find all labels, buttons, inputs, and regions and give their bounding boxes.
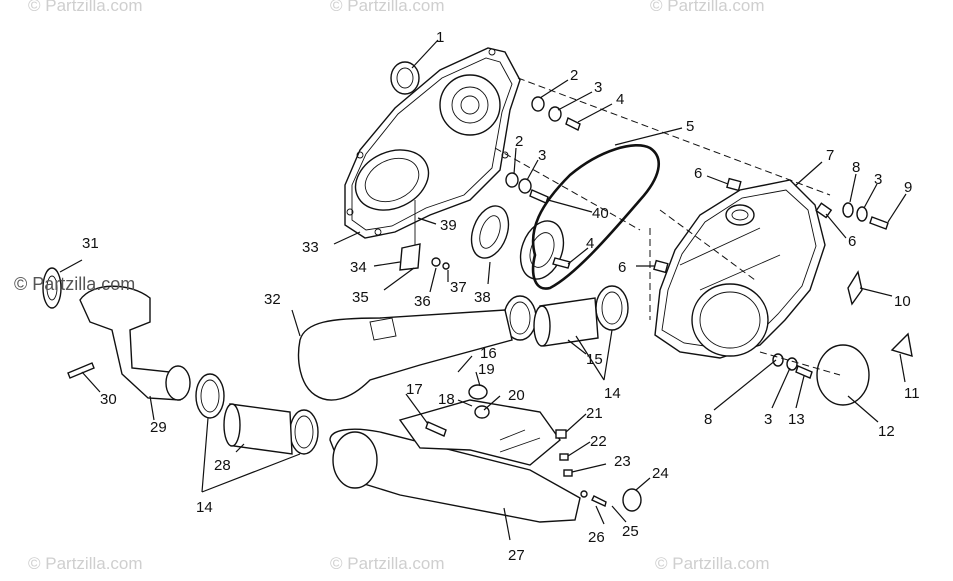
callout-30: 30 <box>100 391 117 408</box>
callout-4: 4 <box>586 235 594 252</box>
outlet-duct-27 <box>329 399 642 523</box>
callout-3: 3 <box>594 79 602 96</box>
callout-4: 4 <box>616 91 624 108</box>
outer-clutch-cover <box>654 179 826 359</box>
callout-6: 6 <box>694 165 702 182</box>
callout-29: 29 <box>150 419 167 436</box>
assembly-lines <box>414 77 841 376</box>
top-hardware <box>505 96 581 204</box>
right-hardware <box>653 177 913 406</box>
watermark-bottom-left: © Partzilla.com <box>28 554 143 573</box>
callout-2: 2 <box>515 133 523 150</box>
callout-20: 20 <box>508 387 525 404</box>
callout-37: 37 <box>450 279 467 296</box>
callout-3: 3 <box>874 171 882 188</box>
left-intake-duct <box>42 267 191 401</box>
callout-17: 17 <box>406 381 423 398</box>
callout-6: 6 <box>618 259 626 276</box>
watermark-bottom-right: © Partzilla.com <box>655 554 770 573</box>
callout-26: 26 <box>588 529 605 546</box>
hose-couplers <box>223 297 599 455</box>
callout-31: 31 <box>82 235 99 252</box>
callout-35: 35 <box>352 289 369 306</box>
callout-33: 33 <box>302 239 319 256</box>
watermark-top-left: © Partzilla.com <box>28 0 143 15</box>
watermark-bottom-center: © Partzilla.com <box>330 554 445 573</box>
drive-belt <box>531 144 660 290</box>
callout-10: 10 <box>894 293 911 310</box>
callout-39: 39 <box>440 217 457 234</box>
callout-23: 23 <box>614 453 631 470</box>
callout-21: 21 <box>586 405 603 422</box>
callout-3: 3 <box>764 411 772 428</box>
watermark-top-right: © Partzilla.com <box>650 0 765 15</box>
callout-5: 5 <box>686 118 694 135</box>
callout-1: 1 <box>436 29 444 46</box>
callout-7: 7 <box>826 147 834 164</box>
callout-34: 34 <box>350 259 367 276</box>
callout-6: 6 <box>848 233 856 250</box>
callout-14: 14 <box>604 385 621 402</box>
inner-clutch-cover <box>344 47 521 239</box>
callout-16: 16 <box>480 345 497 362</box>
callout-13: 13 <box>788 411 805 428</box>
callout-38: 38 <box>474 289 491 306</box>
leader-lines <box>59 39 907 541</box>
callout-28: 28 <box>214 457 231 474</box>
intake-duct-32 <box>297 309 513 401</box>
callout-8: 8 <box>704 411 712 428</box>
callout-11: 11 <box>904 385 920 402</box>
seal-part-1 <box>390 61 420 95</box>
callout-15: 15 <box>586 351 603 368</box>
bearing-and-seal <box>470 205 571 280</box>
bracket-part-34 <box>399 243 450 271</box>
callout-labels: 1 2 3 4 5 2 3 40 4 6 7 8 3 9 6 6 10 11 1… <box>82 29 920 564</box>
callout-22: 22 <box>590 433 607 450</box>
hose-clamps <box>195 285 629 455</box>
watermark-middle-left: © Partzilla.com <box>14 274 136 294</box>
callout-24: 24 <box>652 465 669 482</box>
watermark-top-center: © Partzilla.com <box>330 0 445 15</box>
callout-12: 12 <box>878 423 895 440</box>
callout-9: 9 <box>904 179 912 196</box>
callout-27: 27 <box>508 547 525 564</box>
callout-14: 14 <box>196 499 213 516</box>
callout-25: 25 <box>622 523 639 540</box>
callout-32: 32 <box>264 291 281 308</box>
callout-19: 19 <box>478 361 495 378</box>
callout-18: 18 <box>438 391 455 408</box>
callout-36: 36 <box>414 293 431 310</box>
callout-8: 8 <box>852 159 860 176</box>
callout-2: 2 <box>570 67 578 84</box>
callout-40: 40 <box>592 205 609 222</box>
callout-3: 3 <box>538 147 546 164</box>
